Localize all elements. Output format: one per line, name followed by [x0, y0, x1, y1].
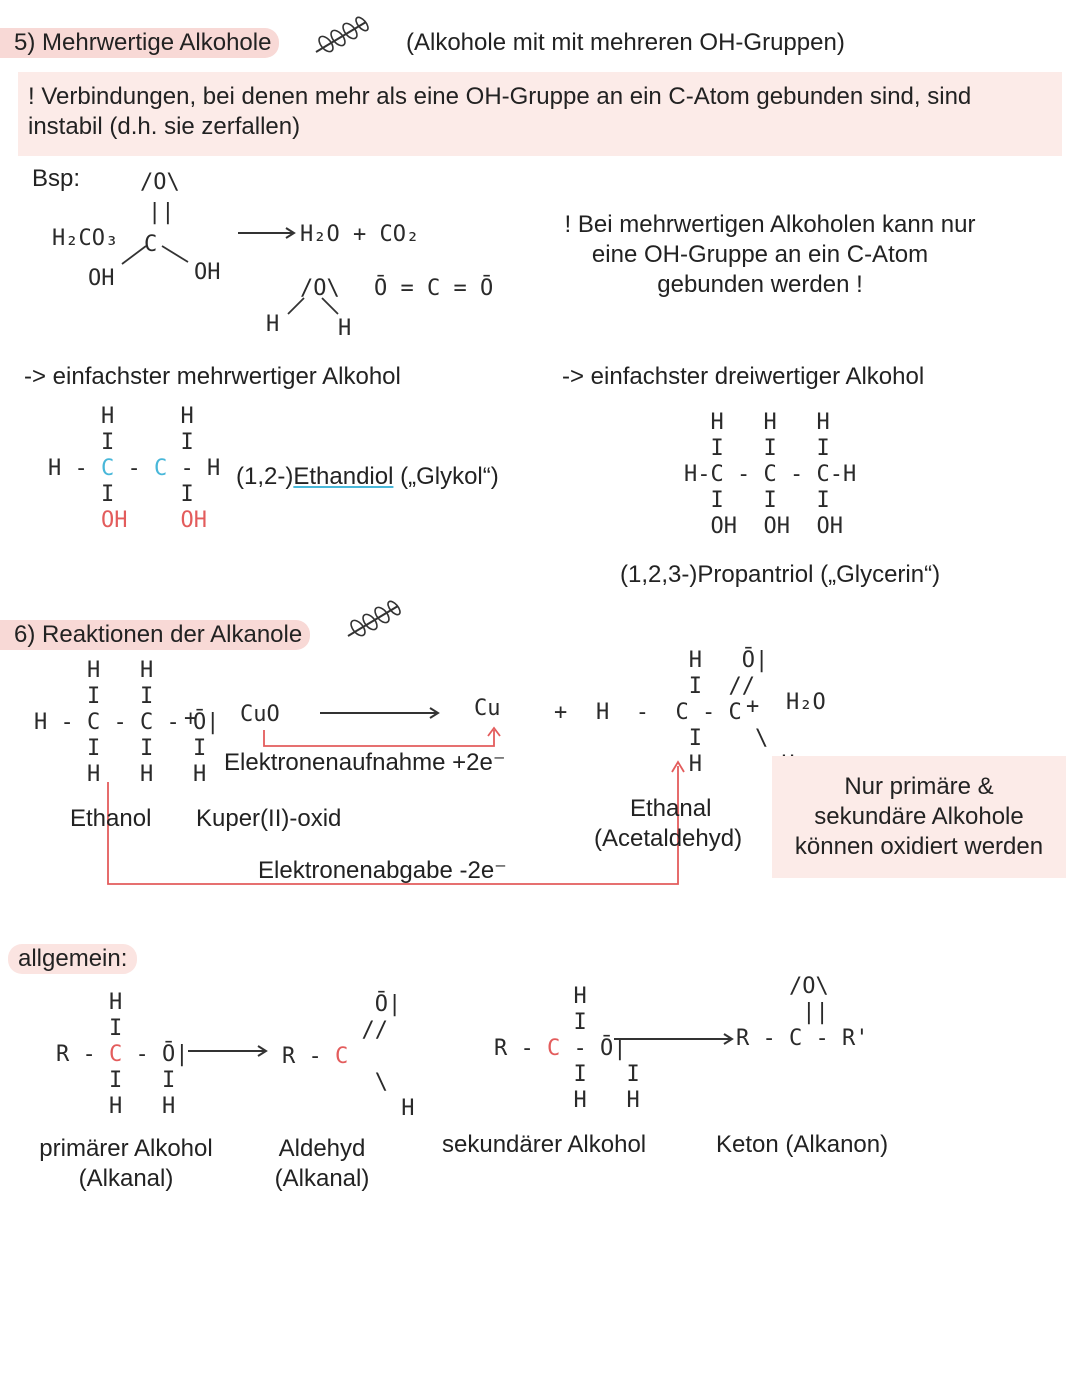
electron-release-label: Elektronenabgabe -2e⁻: [258, 857, 507, 884]
ethandiol-structure: H H I I H - C - C - H I I OH OH: [48, 404, 221, 533]
oxidation-arrow-primary: [188, 1045, 268, 1057]
electron-transfer-arrows: [107, 726, 685, 885]
propantriol-name: (1,2,3-)Propantriol („Glycerin“): [620, 561, 941, 588]
primary-alcohol-label: primärer Alkohol: [39, 1135, 213, 1162]
plus-2: +: [554, 700, 568, 725]
water-oxygen: /O\: [300, 276, 340, 301]
copper-oxide-label: Kuper(II)-oxid: [196, 805, 342, 832]
section-5-heading: 5) Mehrwertige Alkohole: [0, 28, 280, 58]
secondary-alcohol-structure: H I R - C - Ō| I I H H: [494, 984, 640, 1113]
products-formula: H₂O + CO₂: [300, 222, 420, 247]
oxidation-note-1: Nur primäre &: [844, 773, 994, 800]
double-bond: ||: [148, 200, 175, 225]
plus-3: +: [746, 694, 760, 719]
general-heading: allgemein:: [8, 944, 138, 974]
leaf-doodle-icon: [315, 16, 369, 53]
plus-1: +: [184, 706, 198, 731]
section-5-subheading: (Alkohole mit mit mehreren OH-Gruppen): [406, 29, 845, 56]
oxidation-note-2: sekundäre Alkohole: [814, 803, 1024, 830]
ethanol-structure: H H I I H - C - C - Ō| I I I H H H: [34, 658, 220, 787]
instability-note: ! Verbindungen, bei denen mehr als eine …: [28, 83, 972, 140]
acetaldehyde-label: (Acetaldehyd): [594, 825, 743, 852]
bsp-label: Bsp:: [32, 165, 81, 192]
ketone-structure: /O\ || R - C - R': [736, 974, 869, 1051]
primary-alcohol-sublabel: (Alkanal): [78, 1165, 174, 1192]
instability-note-box: ! Verbindungen, bei denen mehr als eine …: [18, 72, 1062, 156]
aldehyde-structure: Ō| // R - C \ H: [282, 992, 415, 1121]
water-product: H₂O: [786, 690, 826, 715]
water-h-left: H: [266, 312, 280, 337]
primary-alcohol-structure: H I R - C - Ō| I I H H: [56, 990, 189, 1119]
cuo-formula: CuO: [240, 702, 280, 727]
h2co3-bonds: [121, 245, 189, 265]
water-h-right: H: [338, 316, 352, 341]
carbon-atom: C: [144, 232, 158, 257]
leaf-doodle-icon-2: [347, 600, 401, 637]
oxidation-note-3: können oxidiert werden: [794, 833, 1044, 860]
reaction-arrow: [320, 707, 440, 719]
decomposition-arrow: [238, 227, 296, 239]
ethanol-label: Ethanol: [70, 805, 152, 832]
rule-line-3: gebunden werden !: [657, 271, 863, 298]
section-6-heading: 6) Reaktionen der Alkanole: [0, 620, 311, 650]
oxidation-arrow-secondary: [614, 1033, 734, 1045]
oh-group-left: OH: [88, 266, 115, 291]
h2co3-formula: H₂CO₃: [52, 226, 119, 251]
ethanal-label: Ethanal: [630, 795, 712, 822]
rule-line-2: eine OH-Gruppe an ein C-Atom: [591, 241, 929, 268]
rule-line-1: ! Bei mehrwertigen Alkoholen kann nur: [564, 211, 976, 238]
aldehyde-sublabel: (Alkanal): [274, 1165, 370, 1192]
cu-product: Cu: [474, 696, 501, 721]
electron-uptake-label: Elektronenaufnahme +2e⁻: [224, 749, 506, 776]
water-bonds: [287, 297, 339, 315]
simplest-triol-label: -> einfachster dreiwertiger Alkohol: [562, 363, 925, 390]
oh-group-right: OH: [194, 260, 221, 285]
carbonyl-oxygen: /O\: [140, 170, 180, 195]
ketone-label: Keton (Alkanon): [716, 1131, 889, 1158]
secondary-alcohol-label: sekundärer Alkohol: [442, 1131, 647, 1158]
aldehyde-label: Aldehyd: [278, 1135, 366, 1162]
oxidation-note-box: Nur primäre & sekundäre Alkohole können …: [772, 756, 1066, 878]
propantriol-structure: H H H I I I H-C - C - C-H I I I OH OH OH: [684, 410, 857, 539]
co2-lewis: Ō = C = Ō: [374, 276, 494, 301]
simplest-polyol-label: -> einfachster mehrwertiger Alkohol: [24, 363, 401, 390]
ethandiol-name: (1,2-)Ethandiol („Glykol“): [236, 463, 499, 490]
